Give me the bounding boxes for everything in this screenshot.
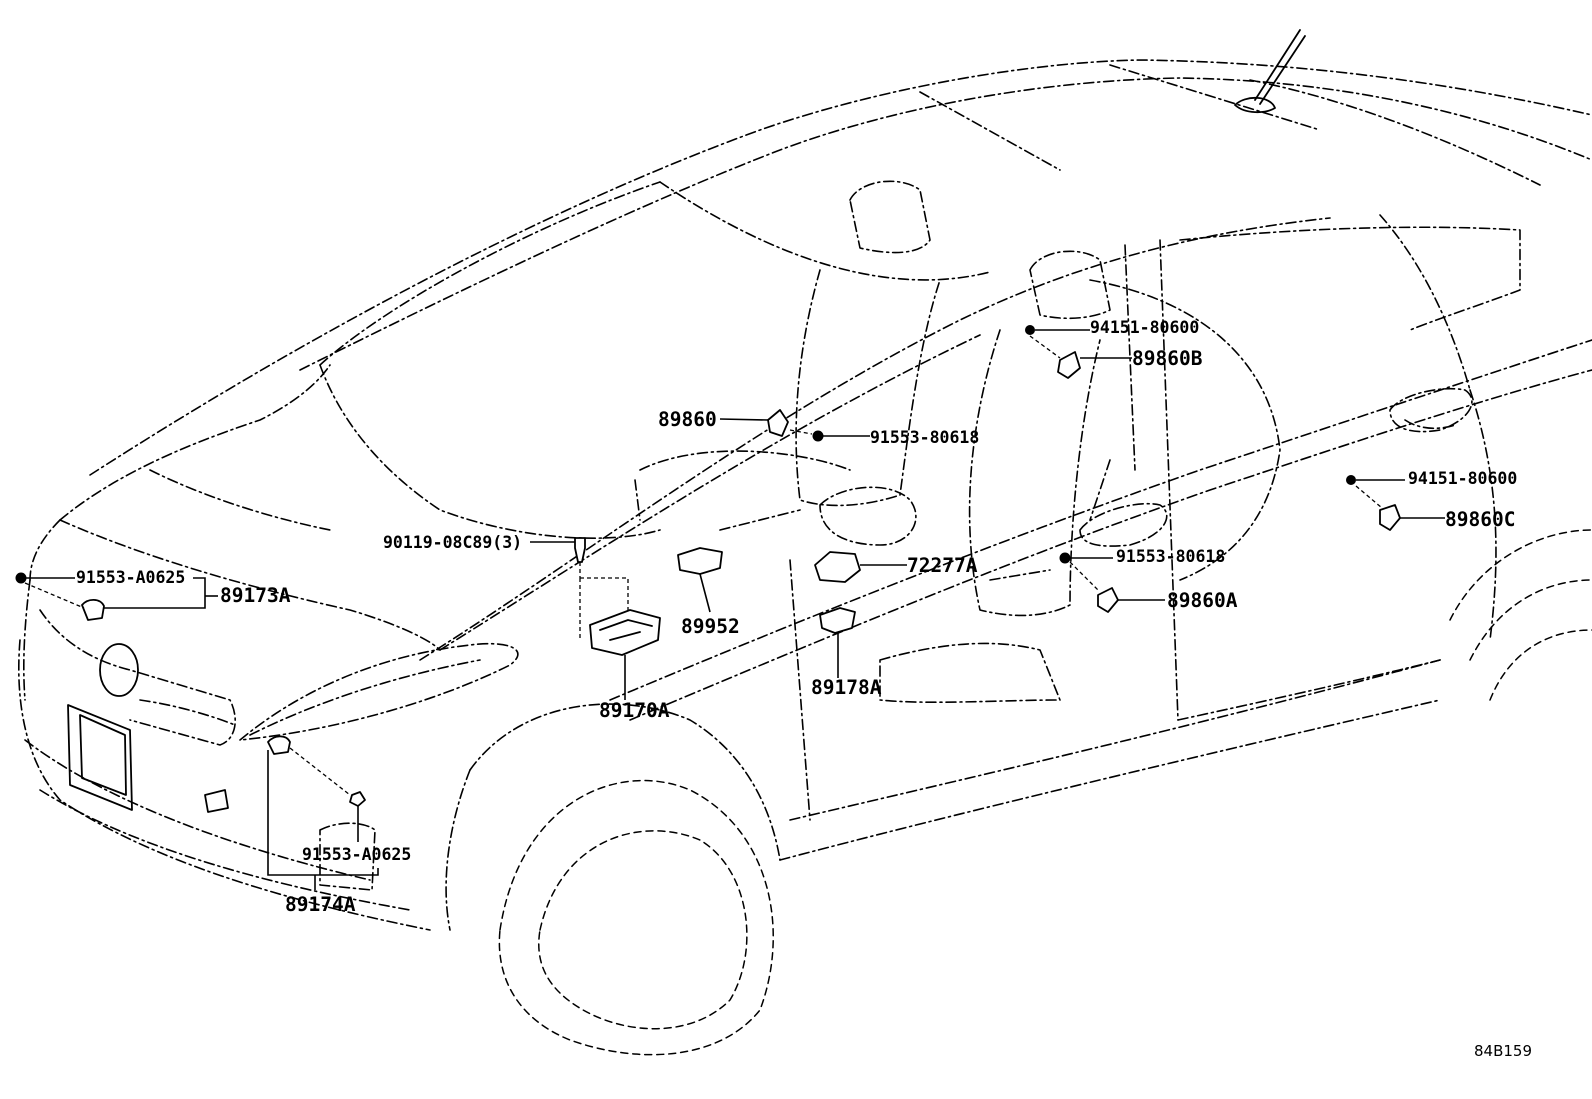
label-89173A: 89173A (220, 584, 291, 607)
diagram-code: 84B159 (1474, 1042, 1532, 1060)
label-89860: 89860 (658, 408, 717, 431)
part-89178A (819, 607, 856, 634)
nut-91553-A0625-lower (349, 791, 366, 807)
sensor-89860C (1379, 504, 1401, 531)
label-89178A: 89178A (811, 676, 882, 699)
nut-91553-80618-upper (812, 430, 824, 442)
sensor-89174A (267, 735, 291, 755)
nut-94151-80600-upper (1025, 325, 1035, 335)
label-72277A: 72277A (907, 554, 978, 577)
parts (15, 325, 1401, 807)
sensor-89860A (1097, 587, 1119, 613)
part-72277A (814, 551, 861, 583)
label-91553-A0625-lower: 91553-A0625 (302, 845, 411, 864)
label-91553-A0625-left: 91553-A0625 (76, 568, 185, 587)
car-body-outline (18, 29, 1592, 1056)
leader-lines (24, 329, 1445, 890)
label-91553-80618-lower: 91553-80618 (1116, 547, 1225, 566)
label-90119-08C89: 90119-08C89(3) (383, 533, 522, 552)
label-89952: 89952 (681, 615, 740, 638)
label-89860C: 89860C (1445, 508, 1515, 531)
label-89174A: 89174A (285, 893, 356, 916)
part-labels: 94151-80600 89860B 89860 91553-80618 941… (76, 318, 1532, 1060)
bolt-90119-08C89 (574, 537, 586, 563)
part-89952 (677, 547, 723, 575)
airbag-sensor-assembly-89170A (589, 609, 661, 656)
sensor-89860B (1057, 351, 1081, 379)
label-91553-80618-upper: 91553-80618 (870, 428, 979, 447)
label-94151-80600-upper: 94151-80600 (1090, 318, 1199, 337)
sensor-89173A (81, 598, 105, 621)
label-89860A: 89860A (1167, 589, 1238, 612)
nut-91553-A0625-left (15, 572, 27, 584)
nut-91553-80618-lower (1059, 552, 1071, 564)
label-89860B: 89860B (1132, 347, 1203, 370)
sensor-89860 (767, 409, 789, 437)
nut-94151-80600-right (1346, 475, 1356, 485)
label-89170A: 89170A (599, 699, 670, 722)
label-94151-80600-right: 94151-80600 (1408, 469, 1517, 488)
